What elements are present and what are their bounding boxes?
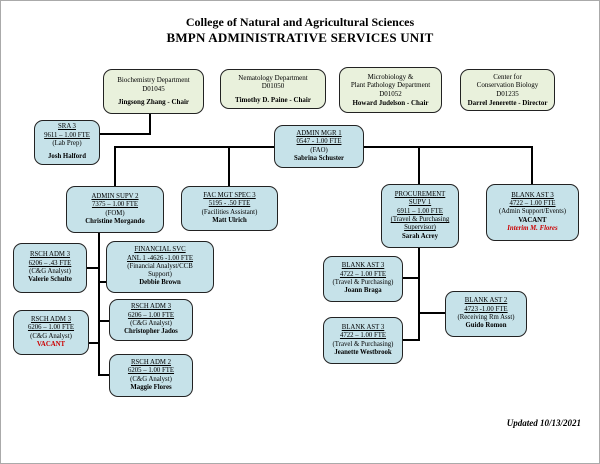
employee-name: Debbie Brown [139, 279, 181, 287]
box-conservation-dept: Center for Conservation Biology D01235 D… [460, 69, 555, 111]
position-title: RSCH ADM 3 [130, 303, 172, 311]
dept-code: D01235 [496, 90, 519, 98]
box-admin-supv2-morgando: ADMIN SUPV 2 7375 – 1.00 FTE (FOM) Chris… [66, 186, 164, 233]
position-role: (Travel & Purchasing [390, 216, 450, 223]
box-blank-ast3-vacant: BLANK AST 3 4722 – 1.00 FTE (Admin Suppo… [486, 184, 579, 241]
employee-name: Guido Romon [465, 322, 507, 330]
position-title: PROCUREMENT [394, 191, 446, 199]
position-fte: 9611 – 1.00 FTE [44, 131, 90, 139]
position-fte: 4723 -1.00 FTE [464, 305, 508, 313]
position-title: FAC MGT SPEC 3 [203, 191, 256, 199]
employee-name: VACANT [36, 340, 66, 348]
interim-note: Interim M. Flores [507, 224, 558, 232]
employee-name: Christopher Jados [124, 328, 178, 336]
position-title: BLANK AST 3 [511, 191, 554, 199]
dept-head: Jingsong Zhang - Chair [118, 98, 189, 107]
box-blank-ast3-braga: BLANK AST 3 4722 – 1.00 FTE (Travel & Pu… [323, 256, 403, 302]
position-fte: 6206 – .43 FTE [28, 259, 72, 267]
position-fte: 6911 – 1.00 FTE [397, 207, 443, 215]
position-role: (Receiving Rm Asst) [457, 314, 515, 321]
position-title: RSCH ADM 3 [29, 251, 71, 259]
box-biochemistry-dept: Biochemistry Department D01045 Jingsong … [103, 69, 204, 114]
position-title-2: SUPV 1 [408, 199, 432, 207]
position-fte: 6206 – 1.00 FTE [127, 311, 175, 319]
box-fac-mgt-spec3-ulrich: FAC MGT SPEC 3 5195 - .50 FTE (Facilitie… [181, 186, 278, 231]
employee-name: Sarah Acrey [402, 232, 438, 240]
position-fte: 4722 – 1.00 FTE [339, 270, 387, 278]
position-role: (C&G Analyst) [130, 320, 172, 327]
position-role: (Travel & Purchasing) [332, 340, 394, 348]
employee-name: Christine Morgando [85, 217, 145, 225]
box-nematology-dept: Nematology Department D01050 Timothy D. … [220, 69, 326, 109]
position-fte: 4722 – 1.00 FTE [339, 332, 387, 340]
employee-name: Valerie Schulte [28, 276, 72, 284]
position-title: ADMIN MGR 1 [296, 129, 342, 137]
dept-name: Microbiology & [367, 72, 414, 81]
dept-name-2: Conservation Biology [476, 81, 539, 90]
box-admin-mgr1-schuster: ADMIN MGR 1 0547 - 1.00 FTE (FAO) Sabrin… [274, 125, 364, 168]
employee-name: VACANT [518, 216, 547, 224]
box-financial-svc-brown: FINANCIAL SVC ANL 1 -4626 -1.00 FTE (Fin… [106, 241, 214, 293]
position-fte: 0547 - 1.00 FTE [296, 138, 342, 146]
dept-name: Center for [493, 72, 522, 81]
position-fte: 6205 – 1.00 FTE [127, 367, 175, 375]
position-title: RSCH ADM 2 [130, 358, 172, 366]
position-fte: 7375 – 1.00 FTE [91, 201, 139, 209]
box-sra3-halford: SRA 3 9611 – 1.00 FTE (Lab Prep) Josh Ha… [34, 120, 100, 165]
page-title: College of Natural and Agricultural Scie… [1, 15, 599, 46]
employee-name: Sabrina Schuster [293, 154, 345, 162]
box-microbiology-dept: Microbiology & Plant Pathology Departmen… [339, 67, 442, 113]
position-title: BLANK AST 2 [464, 297, 508, 305]
position-role-2: Support) [148, 271, 172, 279]
position-fte: 6206 – 1.00 FTE [27, 324, 75, 332]
position-role: (C&G Analyst) [30, 332, 72, 340]
employee-name: Maggie Flores [130, 383, 172, 391]
position-fte: 5195 - .50 FTE [208, 200, 251, 208]
position-role: (Lab Prep) [52, 140, 82, 147]
page-title-line1: College of Natural and Agricultural Scie… [185, 15, 415, 29]
employee-name: Josh Halford [48, 153, 86, 161]
position-title: ADMIN SUPV 2 [91, 192, 139, 200]
position-role: (C&G Analyst) [29, 268, 71, 275]
position-title-2: ANL 1 -4626 -1.00 FTE [126, 254, 193, 262]
position-role: (FOM) [105, 209, 125, 217]
position-title: SRA 3 [58, 123, 76, 131]
box-procurement-supv1-acrey: PROCUREMENT SUPV 1 6911 – 1.00 FTE (Trav… [381, 184, 459, 248]
position-title: BLANK AST 3 [341, 323, 385, 331]
dept-name-2: Plant Pathology Department [350, 81, 431, 90]
box-rsch-adm3-schulte: RSCH ADM 3 6206 – .43 FTE (C&G Analyst) … [13, 243, 87, 293]
dept-code: D01052 [379, 90, 402, 98]
box-rsch-adm3-jados: RSCH ADM 3 6206 – 1.00 FTE (C&G Analyst)… [109, 299, 193, 341]
position-role: (FAO) [310, 146, 328, 154]
employee-name: Matt Ulrich [212, 216, 247, 224]
box-rsch-adm3-vacant: RSCH ADM 3 6206 – 1.00 FTE (C&G Analyst)… [13, 310, 89, 355]
position-role: (Travel & Purchasing) [332, 279, 394, 286]
position-title: FINANCIAL SVC [134, 246, 186, 254]
updated-date: Updated 10/13/2021 [506, 418, 581, 428]
dept-name: Nematology Department [238, 73, 308, 82]
employee-name: Joann Braga [344, 287, 382, 295]
employee-name: Jeanette Westbrook [334, 348, 392, 356]
position-role: (Admin Support/Events) [498, 208, 567, 216]
box-blank-ast3-westbrook: BLANK AST 3 4722 – 1.00 FTE (Travel & Pu… [323, 317, 403, 364]
dept-code: D01050 [261, 82, 285, 91]
position-role: (C&G Analyst) [130, 375, 172, 383]
dept-code: D01045 [142, 84, 165, 93]
box-blank-ast2-romon: BLANK AST 2 4723 -1.00 FTE (Receiving Rm… [445, 291, 527, 337]
position-fte: 4722 – 1.00 FTE [509, 200, 556, 208]
position-role: (Facilities Assistant) [201, 208, 258, 216]
dept-head: Darrel Jenerette - Director [467, 98, 548, 107]
position-title: BLANK AST 3 [341, 262, 385, 270]
box-rsch-adm2-flores: RSCH ADM 2 6205 – 1.00 FTE (C&G Analyst)… [109, 354, 193, 397]
position-role-2: Supervisor) [404, 224, 436, 232]
dept-head: Howard Judelson - Chair [352, 98, 429, 107]
position-role: (Financial Analyst/CCB [127, 262, 193, 270]
dept-name: Biochemistry Department [117, 76, 190, 85]
page-title-line2: BMPN ADMINISTRATIVE SERVICES UNIT [166, 30, 434, 45]
dept-head: Timothy D. Paine - Chair [235, 95, 311, 104]
position-title: RSCH ADM 3 [30, 315, 72, 323]
